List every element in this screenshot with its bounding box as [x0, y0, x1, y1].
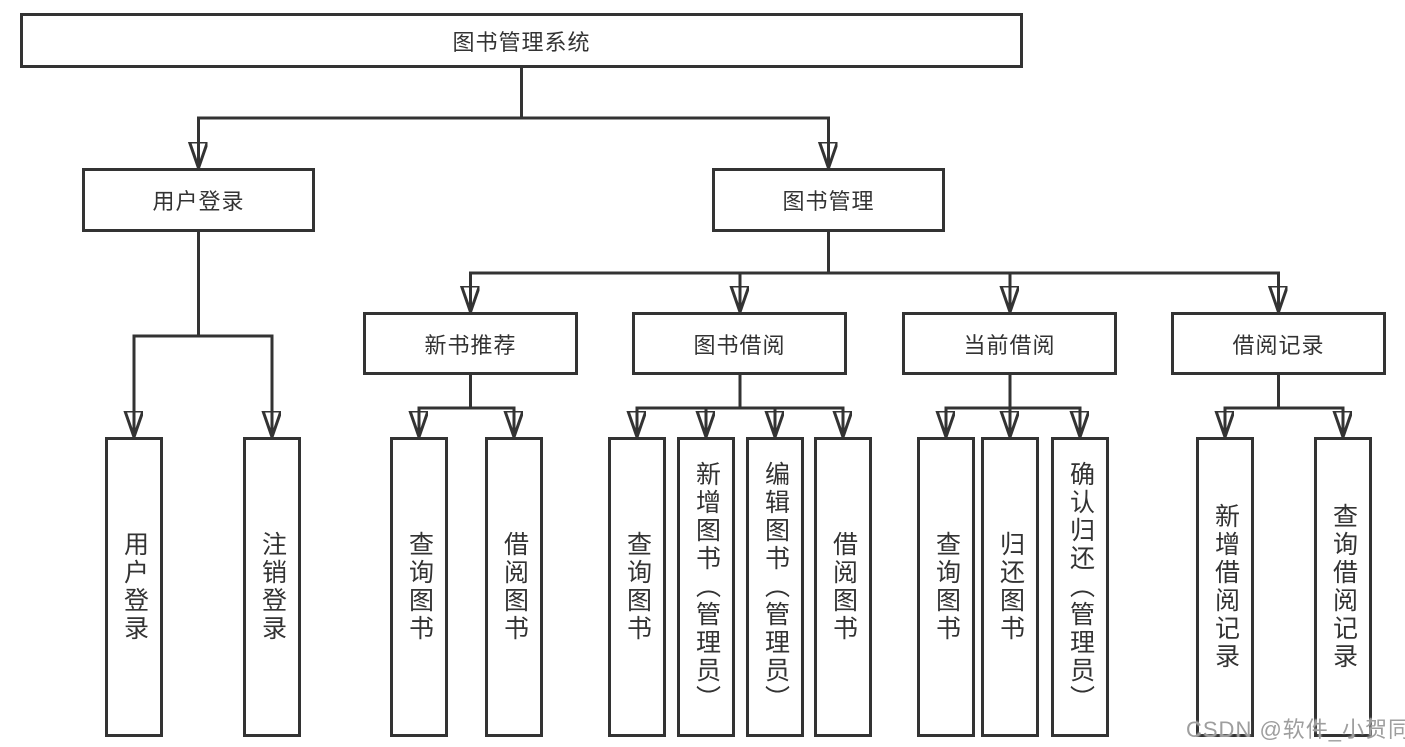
edges-borrow-records-children [1224, 375, 1345, 436]
node-new-book-recommendation: 新书推荐 [363, 312, 578, 375]
edges-current-borrow-children [945, 375, 1082, 436]
leaf-query-borrow-record: 查询借阅记录 [1314, 437, 1372, 737]
leaf-user-login: 用户登录 [105, 437, 163, 737]
csdn-watermark: CSDN @软件_小贺同学 [1186, 717, 1405, 742]
edges-book-borrow-children [636, 375, 845, 436]
leaf-query-books-borrow: 查询图书 [608, 437, 666, 737]
edges-root-to-level2 [197, 68, 830, 167]
node-borrowing-records: 借阅记录 [1171, 312, 1386, 375]
leaf-query-books-recommend: 查询图书 [390, 437, 448, 737]
leaf-add-books-admin: 新增图书（管理员） [677, 437, 735, 737]
edges-user-login-children [133, 232, 274, 436]
leaf-confirm-return-admin: 确认归还（管理员） [1051, 437, 1109, 737]
node-user-login: 用户登录 [82, 168, 315, 232]
leaf-borrow-books-recommend: 借阅图书 [485, 437, 543, 737]
node-book-borrowing: 图书借阅 [632, 312, 847, 375]
leaf-add-borrow-record: 新增借阅记录 [1196, 437, 1254, 737]
leaf-logout: 注销登录 [243, 437, 301, 737]
leaf-return-books: 归还图书 [981, 437, 1039, 737]
node-book-management: 图书管理 [712, 168, 945, 232]
leaf-edit-books-admin: 编辑图书（管理员） [746, 437, 804, 737]
edges-book-management-to-level3 [469, 232, 1280, 311]
node-library-management-system: 图书管理系统 [20, 13, 1023, 68]
leaf-query-books-current: 查询图书 [917, 437, 975, 737]
edges-new-book-children [418, 375, 516, 436]
leaf-borrow-books: 借阅图书 [814, 437, 872, 737]
node-current-borrowing: 当前借阅 [902, 312, 1117, 375]
